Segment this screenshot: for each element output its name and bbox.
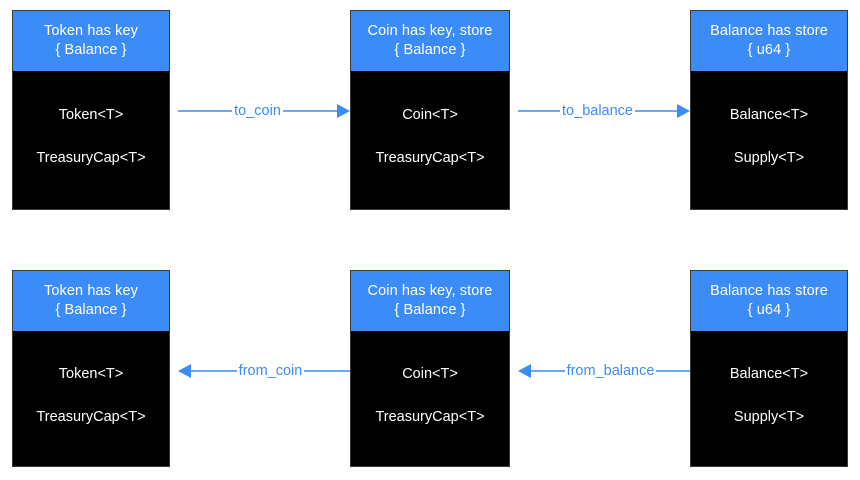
node-header-line-1: Balance has store <box>710 23 828 39</box>
node-header: Balance has store { u64 } <box>691 11 847 71</box>
edge-line-right <box>304 370 351 372</box>
edge-label-to-balance: to_balance <box>562 103 633 119</box>
node-field-2: TreasuryCap<T> <box>36 408 146 425</box>
node-header: Token has key { Balance } <box>13 271 169 331</box>
node-field-2: TreasuryCap<T> <box>375 150 485 166</box>
node-header-line-1: Coin has key, store <box>367 283 493 299</box>
node-header-line-2: { Balance } <box>394 42 466 58</box>
node-header-line-1: Token has key <box>44 23 138 39</box>
edge-label-from-coin: from_coin <box>238 363 303 379</box>
arrow-right-icon <box>337 104 351 118</box>
edge-line-right <box>282 110 338 112</box>
edge-from-balance[interactable]: from_balance <box>518 362 691 380</box>
edge-line-right <box>656 370 691 372</box>
arrow-right-icon <box>677 104 691 118</box>
node-coin-bottom[interactable]: Coin has key, store { Balance } Coin<T> … <box>350 270 510 467</box>
node-header: Balance has store { u64 } <box>691 271 847 331</box>
edge-line-left <box>518 110 561 112</box>
edge-line-left <box>531 370 565 372</box>
node-token-bottom[interactable]: Token has key { Balance } Token<T> Treas… <box>12 270 170 467</box>
node-header-line-1: Balance has store <box>710 283 828 299</box>
node-header-line-1: Token has key <box>44 283 138 299</box>
edge-to-balance[interactable]: to_balance <box>518 102 691 120</box>
node-body: Token<T> TreasuryCap<T> <box>13 71 169 209</box>
node-header: Coin has key, store { Balance } <box>351 271 509 331</box>
node-field-1: Balance<T> <box>729 107 809 123</box>
edge-line-left <box>178 110 233 112</box>
node-header-line-2: { Balance } <box>394 302 466 318</box>
node-balance-top[interactable]: Balance has store { u64 } Balance<T> Sup… <box>690 10 848 210</box>
edge-line-right <box>634 110 678 112</box>
node-field-2: TreasuryCap<T> <box>375 408 485 425</box>
edge-label-to-coin: to_coin <box>234 103 281 119</box>
edge-line-left <box>191 370 237 372</box>
node-header: Coin has key, store { Balance } <box>351 11 509 71</box>
edge-label-from-balance: from_balance <box>566 363 655 379</box>
node-field-1: Token<T> <box>58 107 124 123</box>
node-header-line-2: { Balance } <box>55 42 127 58</box>
node-body: Coin<T> TreasuryCap<T> <box>351 71 509 209</box>
arrow-left-icon <box>178 364 191 378</box>
node-header-line-1: Coin has key, store <box>367 23 493 39</box>
edge-from-coin[interactable]: from_coin <box>178 362 351 380</box>
node-body: Balance<T> Supply<T> <box>691 71 847 209</box>
node-field-2: Supply<T> <box>733 408 805 425</box>
node-field-2: Supply<T> <box>733 150 805 166</box>
node-body: Balance<T> Supply<T> <box>691 331 847 466</box>
node-header-line-2: { u64 } <box>747 302 791 318</box>
node-token-top[interactable]: Token has key { Balance } Token<T> Treas… <box>12 10 170 210</box>
node-balance-bottom[interactable]: Balance has store { u64 } Balance<T> Sup… <box>690 270 848 467</box>
edge-to-coin[interactable]: to_coin <box>178 102 351 120</box>
arrow-left-icon <box>518 364 531 378</box>
node-body: Coin<T> TreasuryCap<T> <box>351 331 509 466</box>
node-field-2: TreasuryCap<T> <box>36 150 146 166</box>
node-field-1: Balance<T> <box>729 365 809 382</box>
node-body: Token<T> TreasuryCap<T> <box>13 331 169 466</box>
node-header-line-2: { Balance } <box>55 302 127 318</box>
node-coin-top[interactable]: Coin has key, store { Balance } Coin<T> … <box>350 10 510 210</box>
node-field-1: Coin<T> <box>402 365 458 382</box>
node-field-1: Token<T> <box>58 365 124 382</box>
node-header-line-2: { u64 } <box>747 42 791 58</box>
node-header: Token has key { Balance } <box>13 11 169 71</box>
node-field-1: Coin<T> <box>402 107 458 123</box>
